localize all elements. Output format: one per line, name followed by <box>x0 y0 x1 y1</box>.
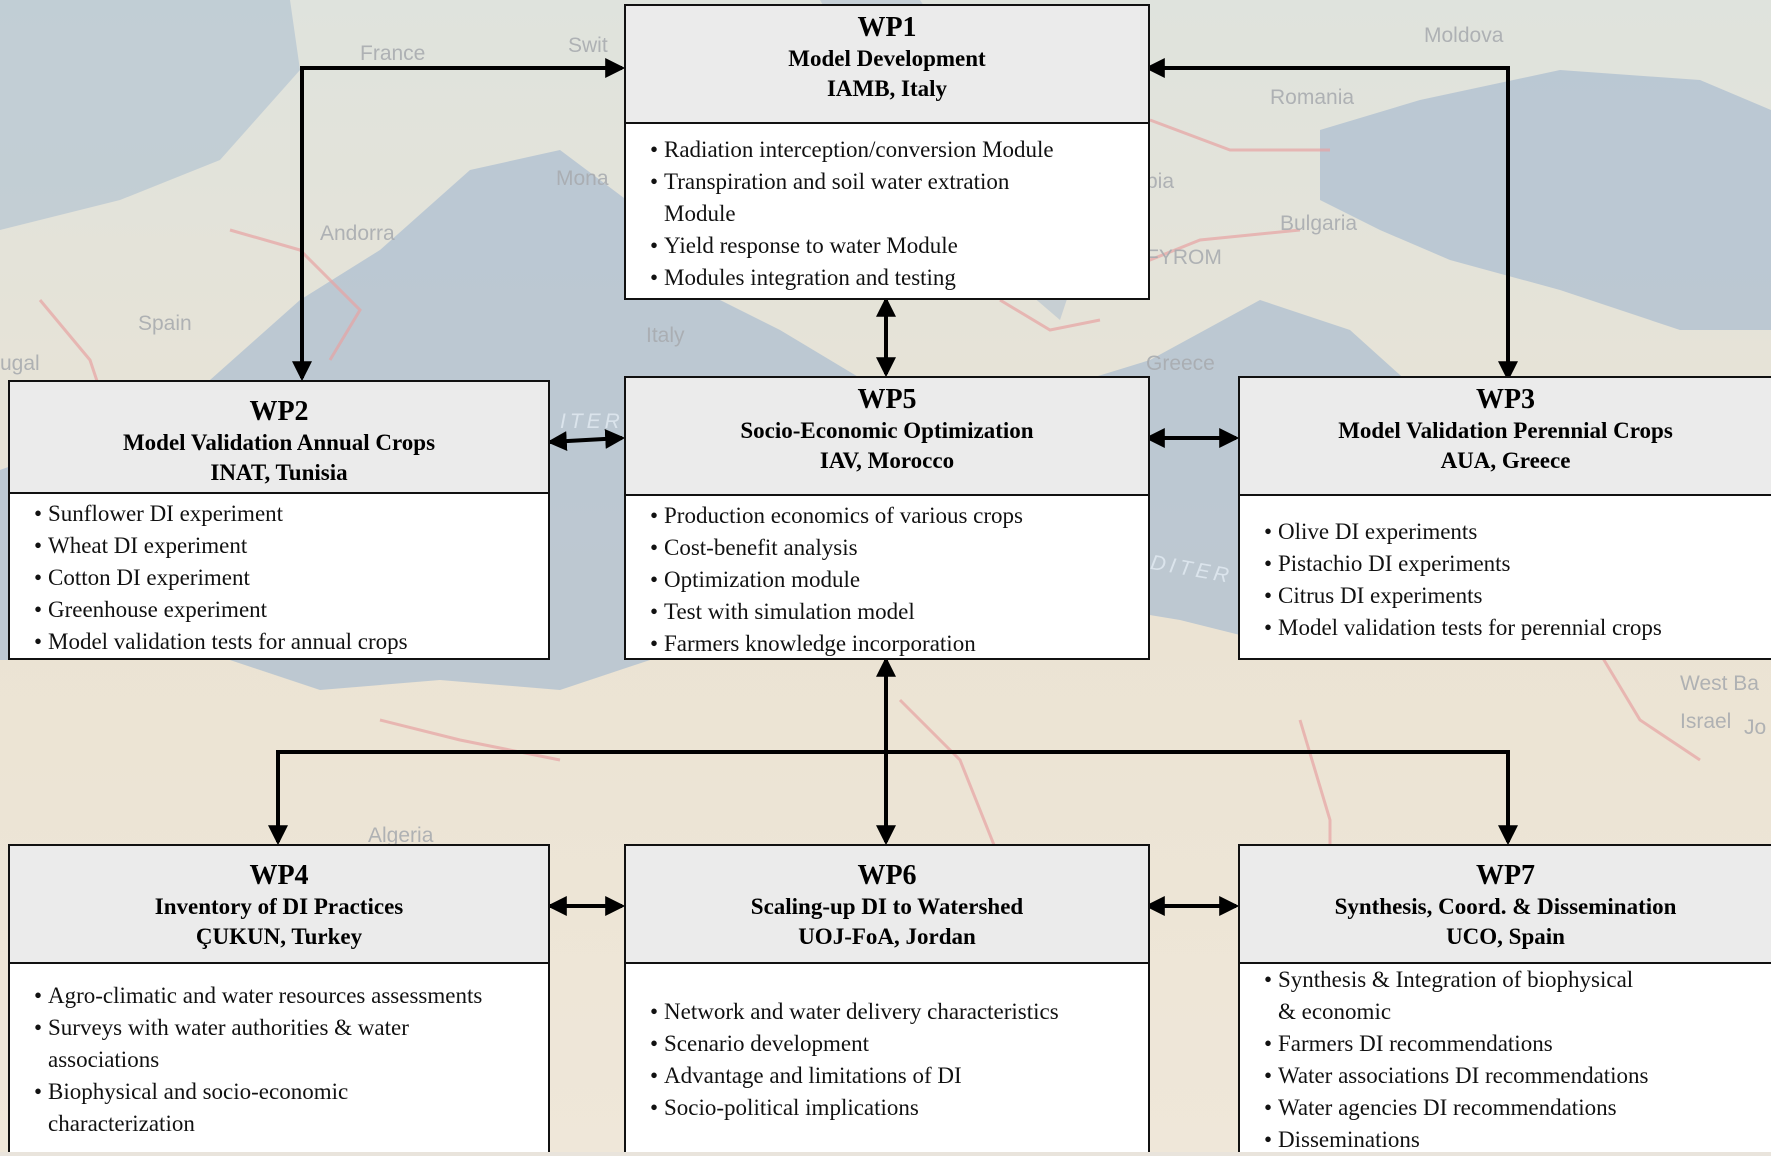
wp7-title: Synthesis, Coord. & Dissemination <box>1334 894 1677 919</box>
wp2-item: Greenhouse experiment <box>28 594 408 626</box>
wp4-item: Surveys with water authorities & water <box>28 1012 482 1044</box>
wp3-code: WP3 <box>1475 384 1536 415</box>
map-label-israel: Israel <box>1680 710 1732 733</box>
wp2-box: WP2 Model Validation Annual Crops INAT, … <box>8 380 550 660</box>
wp7-item: Water agencies DI recommendations <box>1258 1092 1649 1124</box>
map-label-serbia: bia <box>1146 170 1175 193</box>
wp5-item: Production economics of various crops <box>644 500 1023 532</box>
wp6-box: WP6 Scaling-up DI to Watershed UOJ-FoA, … <box>624 844 1150 1152</box>
wp2-header: WP2 Model Validation Annual Crops INAT, … <box>10 382 548 494</box>
map-label-romania: Romania <box>1270 86 1355 109</box>
wp3-header: WP3 Model Validation Perennial Crops AUA… <box>1240 378 1771 496</box>
map-label-portugal: ugal <box>0 352 40 375</box>
wp7-item-continued: & economic <box>1278 999 1392 1024</box>
wp3-box: WP3 Model Validation Perennial Crops AUA… <box>1238 376 1771 660</box>
wp3-items: Olive DI experiments Pistachio DI experi… <box>1258 516 1662 644</box>
wp2-item: Cotton DI experiment <box>28 562 408 594</box>
wp7-code: WP7 <box>1475 860 1536 891</box>
wp5-items: Production economics of various crops Co… <box>644 500 1023 660</box>
wp7-item: Synthesis & Integration of biophysical <box>1258 964 1649 996</box>
wp6-title: Scaling-up DI to Watershed <box>750 894 1024 919</box>
wp6-code: WP6 <box>857 860 917 891</box>
wp6-item: Scenario development <box>644 1028 1059 1060</box>
wp4-box: WP4 Inventory of DI Practices ÇUKUN, Tur… <box>8 844 550 1152</box>
wp1-title: Model Development <box>788 46 986 71</box>
wp6-header: WP6 Scaling-up DI to Watershed UOJ-FoA, … <box>626 846 1148 964</box>
wp4-item-continued: associations <box>48 1047 160 1072</box>
wp4-title: Inventory of DI Practices <box>154 894 404 919</box>
wp3-item: Pistachio DI experiments <box>1258 548 1662 580</box>
wp4-item-continued: characterization <box>48 1111 195 1136</box>
map-label-spain: Spain <box>138 312 192 335</box>
map-label-monaco: Mona <box>556 167 609 190</box>
wp4-header: WP4 Inventory of DI Practices ÇUKUN, Tur… <box>10 846 548 964</box>
wp3-title: Model Validation Perennial Crops <box>1338 418 1673 443</box>
wp2-item: Model validation tests for annual crops <box>28 626 408 658</box>
wp7-box: WP7 Synthesis, Coord. & Dissemination UC… <box>1238 844 1771 1152</box>
map-label-west-bank: West Ba <box>1680 672 1759 695</box>
map-label-switzerland: Swit <box>568 34 608 57</box>
map-label-moldova: Moldova <box>1424 24 1504 47</box>
wp1-items: Radiation interception/conversion Module… <box>644 134 1054 294</box>
wp1-lead: IAMB, Italy <box>826 76 948 101</box>
wp1-item: Modules integration and testing <box>644 262 1054 294</box>
wp4-item: Agro-climatic and water resources assess… <box>28 980 482 1012</box>
wp5-lead: IAV, Morocco <box>819 448 955 473</box>
wp5-box: WP5 Socio-Economic Optimization IAV, Mor… <box>624 376 1150 660</box>
wp6-item: Socio-political implications <box>644 1092 1059 1124</box>
wp2-item: Sunflower DI experiment <box>28 498 408 530</box>
wp5-item: Farmers knowledge incorporation <box>644 628 1023 660</box>
wp5-title: Socio-Economic Optimization <box>740 418 1034 443</box>
map-label-fyrom: FYROM <box>1146 246 1222 269</box>
map-label-greece: Greece <box>1146 352 1215 375</box>
wp5-header: WP5 Socio-Economic Optimization IAV, Mor… <box>626 378 1148 496</box>
wp1-item: Yield response to water Module <box>644 230 1054 262</box>
map-label-france: France <box>360 42 426 65</box>
map-label-italy: Italy <box>646 324 685 347</box>
wp7-item: Disseminations <box>1258 1124 1649 1156</box>
wp4-lead: ÇUKUN, Turkey <box>195 924 363 949</box>
wp1-item: Transpiration and soil water extration <box>644 166 1054 198</box>
wp2-title: Model Validation Annual Crops <box>122 430 436 455</box>
wp2-lead: INAT, Tunisia <box>210 460 348 485</box>
map-label-andorra: Andorra <box>320 222 395 245</box>
wp7-item: Farmers DI recommendations <box>1258 1028 1649 1060</box>
map-label-jordan: Jo <box>1744 716 1767 739</box>
wp2-items: Sunflower DI experiment Wheat DI experim… <box>28 498 408 658</box>
wp1-header: WP1 Model Development IAMB, Italy <box>626 6 1148 124</box>
wp2-code: WP2 <box>249 396 309 427</box>
wp5-item: Test with simulation model <box>644 596 1023 628</box>
wp5-code: WP5 <box>857 384 917 415</box>
wp3-item: Olive DI experiments <box>1258 516 1662 548</box>
wp7-header: WP7 Synthesis, Coord. & Dissemination UC… <box>1240 846 1771 964</box>
wp1-code: WP1 <box>857 12 917 43</box>
wp4-item: Biophysical and socio-economic <box>28 1076 482 1108</box>
wp7-lead: UCO, Spain <box>1446 924 1565 949</box>
wp2-item: Wheat DI experiment <box>28 530 408 562</box>
wp6-item: Advantage and limitations of DI <box>644 1060 1059 1092</box>
wp1-box: WP1 Model Development IAMB, Italy Radiat… <box>624 4 1150 300</box>
wp6-lead: UOJ-FoA, Jordan <box>798 924 976 949</box>
map-label-sea-1: ITER <box>560 410 624 433</box>
wp6-item: Network and water delivery characteristi… <box>644 996 1059 1028</box>
wp3-item: Model validation tests for perennial cro… <box>1258 612 1662 644</box>
wp4-items: Agro-climatic and water resources assess… <box>28 980 482 1140</box>
wp6-items: Network and water delivery characteristi… <box>644 996 1059 1124</box>
wp7-item: Water associations DI recommendations <box>1258 1060 1649 1092</box>
wp1-item-continued: Module <box>664 201 736 226</box>
wp7-items: Synthesis & Integration of biophysical &… <box>1258 964 1649 1156</box>
map-label-bulgaria: Bulgaria <box>1280 212 1358 235</box>
wp3-lead: AUA, Greece <box>1440 448 1571 473</box>
wp3-item: Citrus DI experiments <box>1258 580 1662 612</box>
wp5-item: Cost-benefit analysis <box>644 532 1023 564</box>
wp1-item: Radiation interception/conversion Module <box>644 134 1054 166</box>
wp5-item: Optimization module <box>644 564 1023 596</box>
wp4-code: WP4 <box>249 860 309 891</box>
